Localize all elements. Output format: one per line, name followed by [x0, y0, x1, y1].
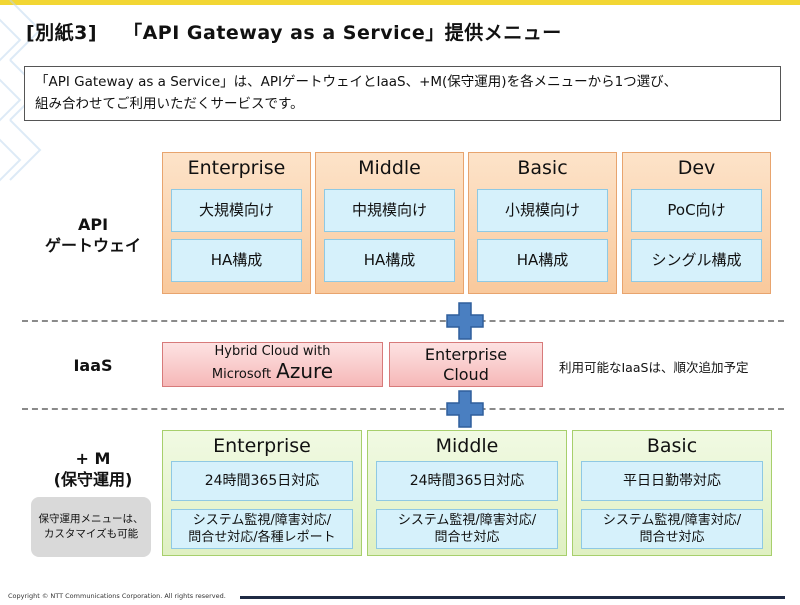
maintenance-label-line-1: + M	[75, 449, 111, 468]
azure-microsoft: Microsoft	[211, 366, 272, 382]
maintenance-label: + M (保守運用)	[28, 448, 158, 490]
copyright: Copyright © NTT Communications Corporati…	[8, 592, 226, 600]
title-text: 「API Gateway as a Service」提供メニュー	[123, 22, 562, 44]
side-note-line-2: カスタマイズも可能	[43, 528, 139, 540]
maint-detail-line-1: システム監視/障害対応/	[602, 513, 742, 528]
enterprise-cloud-line-2: Cloud	[443, 364, 489, 384]
api-column-header: Enterprise	[187, 157, 286, 179]
maint-hours: 24時間365日対応	[376, 461, 558, 501]
customization-note: 保守運用メニューは、 カスタマイズも可能	[31, 497, 151, 557]
maint-detail: システム監視/障害対応/ 問合せ対応/各種レポート	[171, 509, 353, 549]
api-column-header: Middle	[358, 157, 421, 179]
api-item: シングル構成	[631, 239, 762, 282]
api-gateway-label-line-1: API	[77, 215, 109, 234]
separator-line	[22, 408, 784, 410]
maintenance-label-line-2: (保守運用)	[53, 470, 133, 489]
iaas-label: IaaS	[73, 356, 113, 375]
enterprise-cloud-line-1: Enterprise	[424, 344, 508, 364]
maint-detail-line-1: システム監視/障害対応/	[397, 513, 537, 528]
maint-column-header: Middle	[435, 435, 499, 457]
azure-line-2: Microsoft Azure	[212, 360, 333, 386]
accent-bar	[0, 0, 800, 5]
api-item: 中規模向け	[324, 189, 455, 232]
azure-name: Azure	[276, 358, 334, 383]
separator-line	[22, 320, 784, 322]
maint-column-basic: Basic 平日日勤帯対応 システム監視/障害対応/ 問合せ対応	[572, 430, 772, 556]
page-title: [別紙3] 「API Gateway as a Service」提供メニュー	[26, 18, 562, 45]
api-column-basic: Basic 小規模向け HA構成	[468, 152, 617, 294]
plus-icon	[446, 302, 484, 340]
maint-detail-line-2: 問合せ対応	[639, 530, 705, 545]
api-item: HA構成	[477, 239, 608, 282]
api-item: 大規模向け	[171, 189, 302, 232]
intro-line-2: 組み合わせてご利用いただくサービスです。	[35, 96, 304, 112]
maint-column-header: Enterprise	[213, 435, 311, 457]
intro-line-1: 「API Gateway as a Service」は、APIゲートウェイとIa…	[35, 74, 678, 90]
azure-line-1: Hybrid Cloud with	[214, 343, 331, 359]
maint-column-middle: Middle 24時間365日対応 システム監視/障害対応/ 問合せ対応	[367, 430, 567, 556]
api-column-header: Basic	[517, 157, 568, 179]
api-item: 小規模向け	[477, 189, 608, 232]
maint-hours: 平日日勤帯対応	[581, 461, 763, 501]
maint-column-header: Basic	[646, 435, 698, 457]
api-item: HA構成	[324, 239, 455, 282]
maint-detail: システム監視/障害対応/ 問合せ対応	[376, 509, 558, 549]
maint-detail-line-2: 問合せ対応/各種レポート	[188, 530, 336, 545]
api-column-dev: Dev PoC向け シングル構成	[622, 152, 771, 294]
api-column-middle: Middle 中規模向け HA構成	[315, 152, 464, 294]
enterprise-cloud-box: Enterprise Cloud	[389, 342, 543, 387]
maint-detail: システム監視/障害対応/ 問合せ対応	[581, 509, 763, 549]
azure-box: Hybrid Cloud with Microsoft Azure	[162, 342, 383, 387]
iaas-note: 利用可能なIaaSは、順次追加予定	[559, 360, 749, 375]
maint-hours: 24時間365日対応	[171, 461, 353, 501]
footer-line	[240, 596, 785, 599]
plus-icon	[446, 390, 484, 428]
title-number: [別紙3]	[26, 22, 98, 44]
maint-detail-line-2: 問合せ対応	[434, 530, 500, 545]
intro-box: 「API Gateway as a Service」は、APIゲートウェイとIa…	[24, 66, 781, 121]
api-item: PoC向け	[631, 189, 762, 232]
api-gateway-label-line-2: ゲートウェイ	[44, 236, 141, 255]
maint-detail-line-1: システム監視/障害対応/	[192, 513, 332, 528]
api-item: HA構成	[171, 239, 302, 282]
api-column-header: Dev	[677, 157, 716, 179]
api-column-enterprise: Enterprise 大規模向け HA構成	[162, 152, 311, 294]
maint-column-enterprise: Enterprise 24時間365日対応 システム監視/障害対応/ 問合せ対応…	[162, 430, 362, 556]
side-note-line-1: 保守運用メニューは、	[38, 513, 144, 525]
api-gateway-label: API ゲートウェイ	[28, 214, 158, 256]
